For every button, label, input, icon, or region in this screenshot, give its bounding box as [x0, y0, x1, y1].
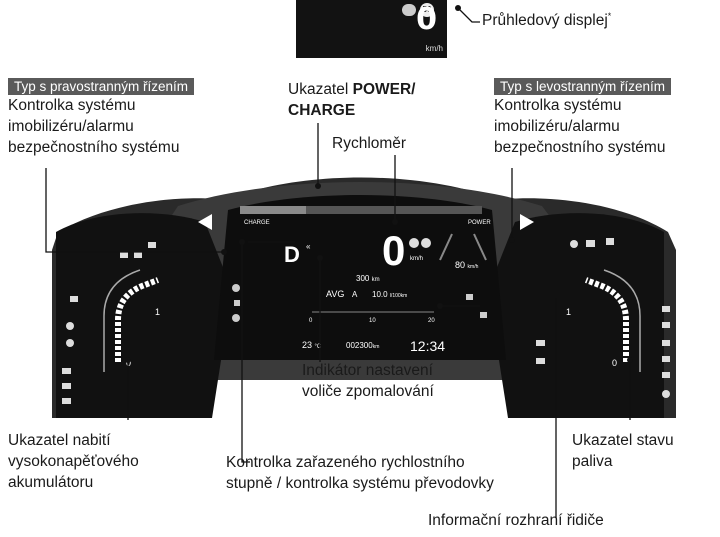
speed-limit-badge: 50 [420, 3, 434, 17]
right-warning-icons [536, 238, 670, 398]
fuel-gauge-track [603, 269, 641, 372]
battery-gauge-arc [115, 277, 160, 362]
hud-speed: 0 [416, 2, 437, 37]
avg-label: AVG [326, 289, 344, 299]
turn-right-icon [520, 214, 534, 230]
decel-indicator: « [306, 242, 311, 251]
avg-value: 10.0 l/100km [372, 290, 407, 299]
left-warning-icons [62, 242, 156, 404]
outside-temp: 23 °C [302, 340, 322, 350]
driver-info-callout: Informační rozhraní řidiče [428, 512, 604, 529]
avg-trip: A [352, 290, 358, 299]
callout-lines [45, 7, 631, 518]
fuel-gauge-min: 0 [612, 358, 617, 368]
charge-label: CHARGE [244, 220, 270, 226]
center-warning-icons [232, 284, 487, 322]
battery-gauge-track [103, 269, 141, 372]
lhd-tag: Typ s levostranným řízením [494, 78, 672, 95]
fuel-gauge-arc [584, 277, 629, 362]
hud-label: Průhledový displej* [482, 11, 612, 30]
acc-road-icon [439, 233, 487, 261]
car-icon [402, 4, 416, 16]
cluster-speed-unit: km/h [410, 256, 423, 262]
odometer: 002300km [346, 341, 379, 350]
turn-left-icon [198, 214, 212, 230]
speedometer-label: Rychloměr [332, 135, 407, 152]
head-up-display: 50 0 km/h [296, 0, 447, 58]
scale-20: 20 [428, 318, 435, 324]
lane-icon [421, 238, 431, 248]
scale-10: 10 [369, 318, 376, 324]
battery-gauge-max: 1 [155, 307, 160, 317]
cruise-icon [409, 238, 419, 248]
right-pod [488, 213, 664, 418]
gear-indicator: D [284, 242, 300, 267]
center-screen [214, 195, 506, 360]
power-label: POWER [468, 220, 491, 226]
rhd-tag: Typ s pravostranným řízením [8, 78, 195, 95]
clock: 12:34 [410, 338, 445, 354]
power-charge-fill [240, 206, 306, 214]
scale-0: 0 [309, 318, 313, 324]
left-pod [56, 213, 232, 418]
cluster-speed: 0 [382, 227, 405, 274]
fuel-gauge-max: 1 [566, 307, 571, 317]
hud-speed-unit: km/h [425, 44, 443, 53]
range-value: 300 km [356, 274, 380, 283]
power-charge-bar [240, 206, 482, 214]
acc-speed: 80 km/h [455, 260, 479, 270]
callout-dots [125, 5, 633, 363]
power-charge-label: Ukazatel POWER/ CHARGE [288, 81, 416, 119]
